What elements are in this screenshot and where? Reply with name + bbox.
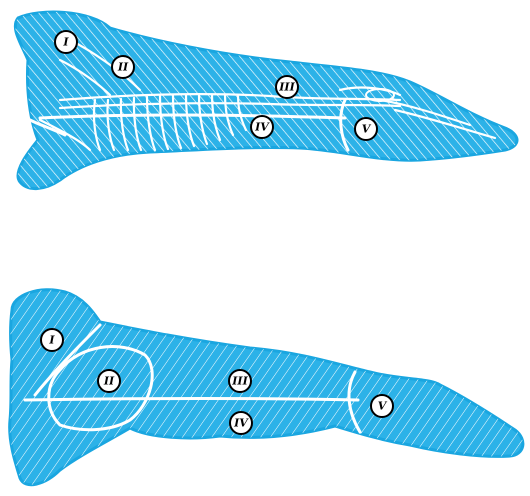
bottom-hatching — [0, 270, 530, 496]
top-label-II: II — [112, 56, 134, 78]
top-label-III-text: III — [278, 81, 295, 94]
bottom-cut-line-horizontal — [25, 399, 358, 401]
top-label-II-text: II — [117, 61, 129, 74]
skeleton-view: I II III IV V — [0, 0, 530, 200]
bottom-label-IV-text: IV — [233, 417, 249, 430]
bottom-label-II: II — [98, 370, 120, 392]
bottom-label-IV: IV — [230, 412, 252, 434]
bottom-label-III: III — [229, 370, 251, 392]
bottom-label-V-text: V — [378, 400, 388, 413]
top-label-V-text: V — [362, 123, 372, 136]
bottom-label-III-text: III — [231, 375, 248, 388]
top-hatching — [0, 0, 530, 200]
bottom-label-II-text: II — [103, 375, 115, 388]
top-label-I-text: I — [62, 36, 69, 49]
top-label-V: V — [355, 118, 377, 140]
top-label-III: III — [276, 76, 298, 98]
bottom-label-V: V — [371, 395, 393, 417]
top-label-IV: IV — [251, 116, 273, 138]
top-label-IV-text: IV — [254, 121, 270, 134]
bottom-label-I: I — [41, 329, 63, 351]
muscle-view: I II III IV V — [0, 270, 530, 496]
top-label-I: I — [55, 31, 77, 53]
bottom-label-I-text: I — [48, 334, 55, 347]
